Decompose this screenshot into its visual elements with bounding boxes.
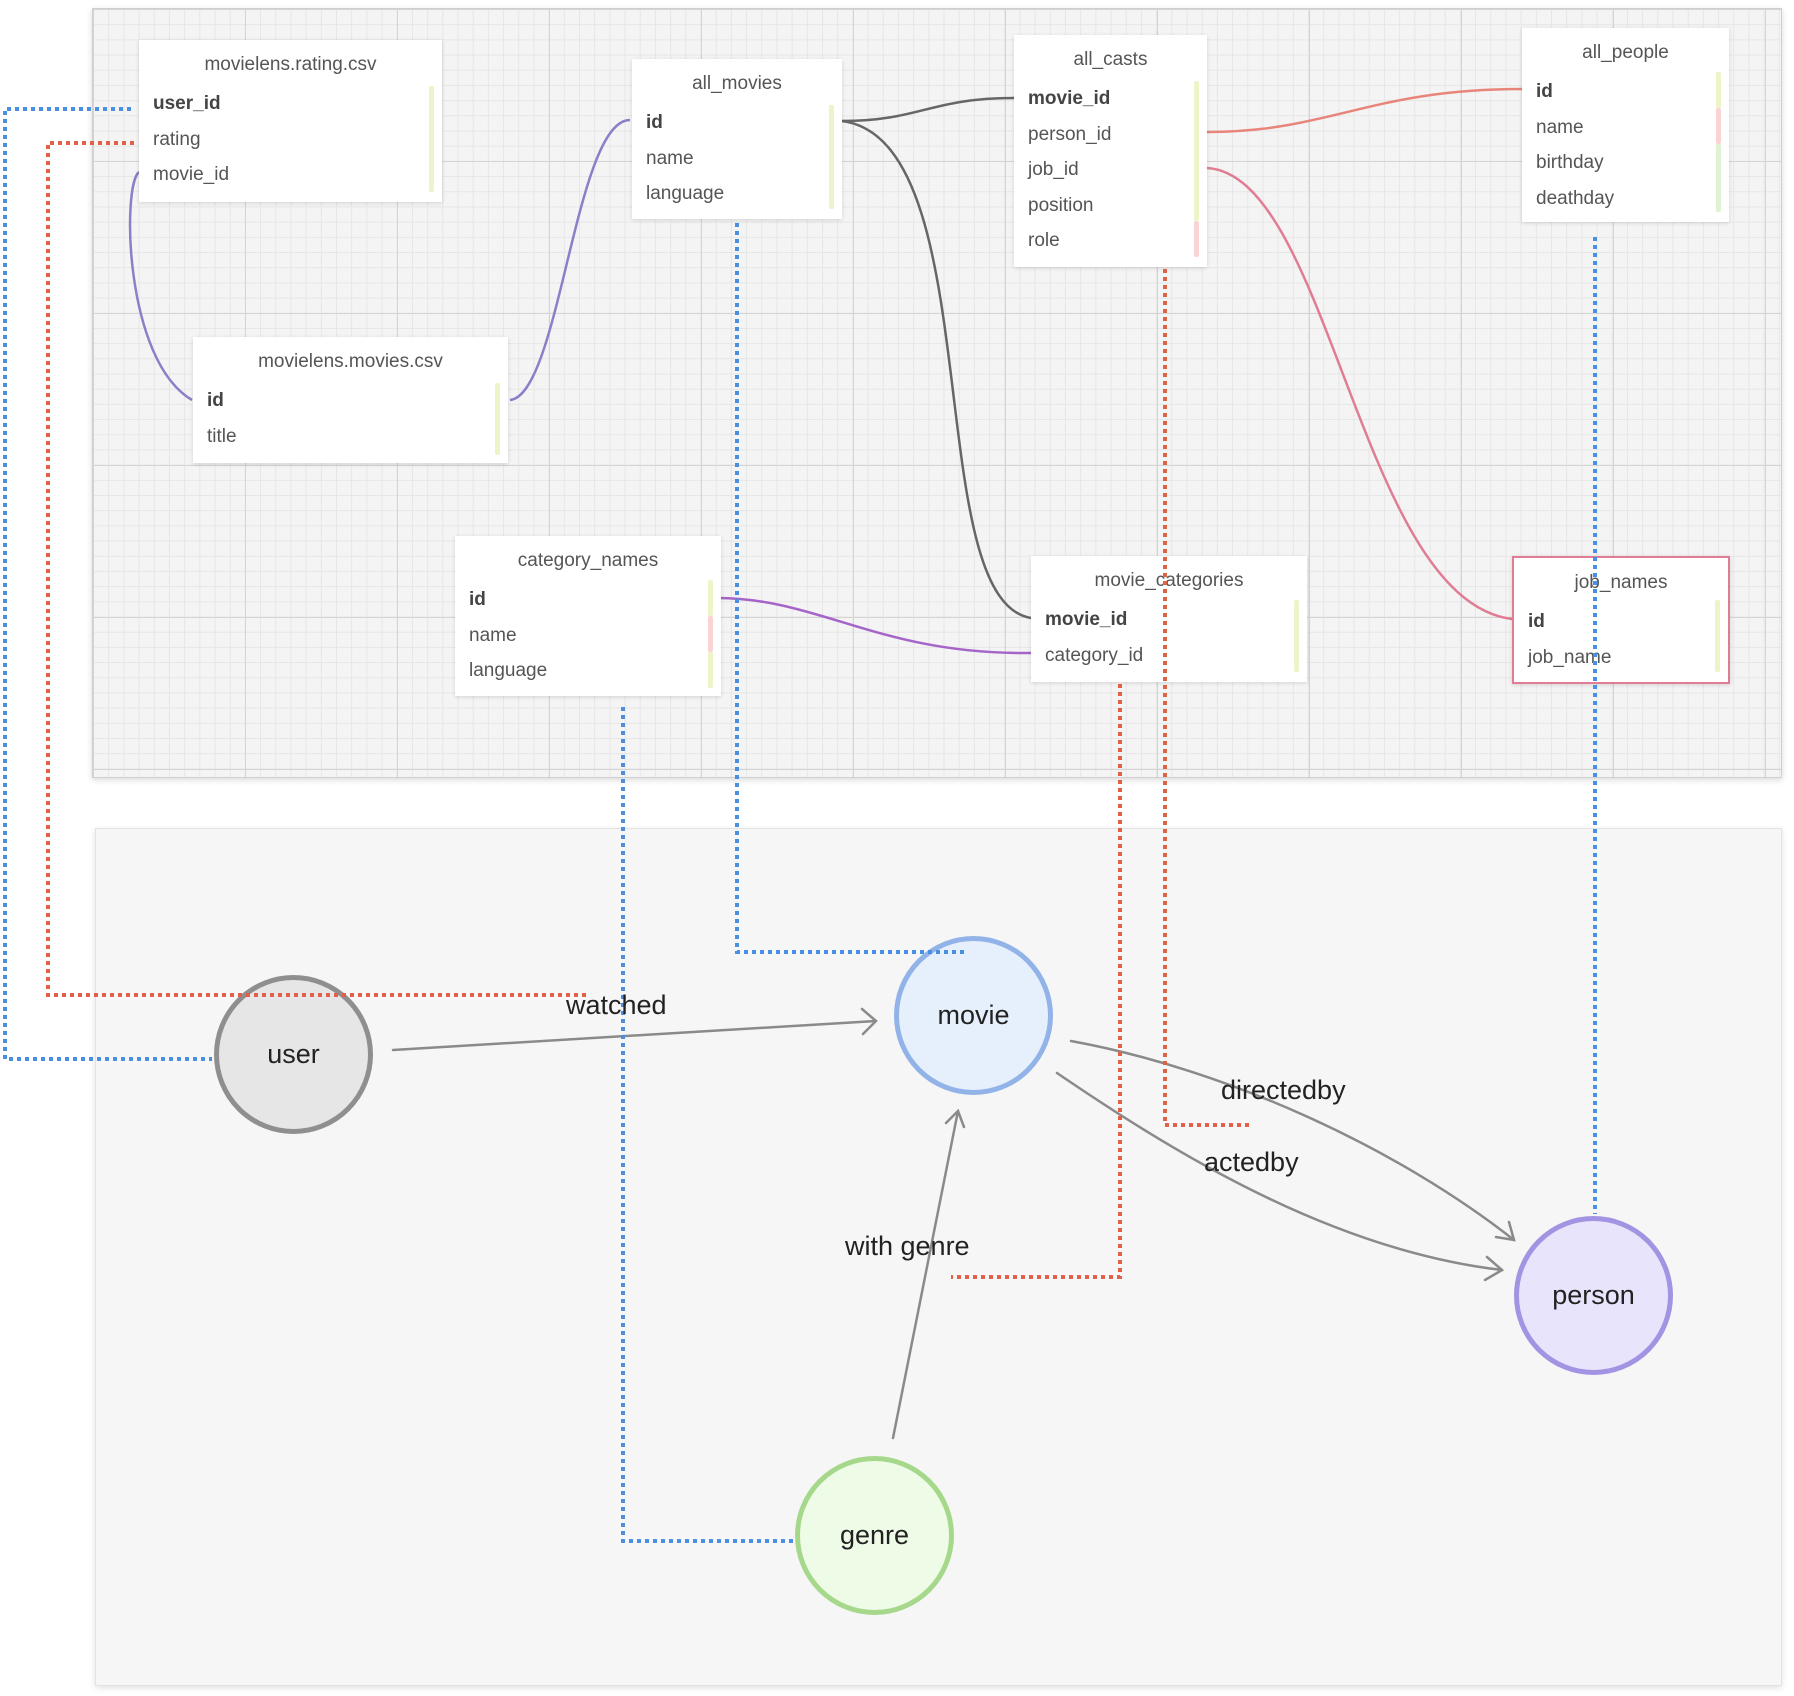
table-movielens-movies[interactable]: movielens.movies.csv id title xyxy=(193,337,508,463)
field-name[interactable]: name xyxy=(469,624,517,646)
field-job-name[interactable]: job_name xyxy=(1528,646,1612,668)
join-all-movies-movie-categories xyxy=(841,119,1032,620)
field-indicator-bar xyxy=(708,580,713,616)
node-label: person xyxy=(1552,1280,1635,1310)
join-all-movies-all-casts xyxy=(841,96,1015,123)
edge-label-watched: watched xyxy=(566,990,667,1020)
field-position[interactable]: position xyxy=(1028,194,1094,216)
edge-watched xyxy=(391,1019,878,1052)
field-indicator-bar-name xyxy=(1716,108,1721,144)
field-movie-id[interactable]: movie_id xyxy=(1028,88,1111,109)
node-label: movie xyxy=(937,1000,1010,1030)
field-movie-id[interactable]: movie_id xyxy=(1045,609,1128,630)
field-indicator-bar-dates xyxy=(1716,144,1721,212)
table-title: all_casts xyxy=(1073,49,1148,70)
edge-watched-arrowhead xyxy=(860,1007,878,1036)
field-birthday[interactable]: birthday xyxy=(1536,152,1604,173)
edge-label-directedby: directedby xyxy=(1221,1075,1346,1105)
field-indicator-bar xyxy=(1715,600,1720,672)
mapping-user-id-to-user xyxy=(3,107,212,1061)
field-indicator-bar xyxy=(1716,72,1721,108)
field-job-id[interactable]: job_id xyxy=(1028,159,1079,180)
table-title: movielens.rating.csv xyxy=(204,54,377,75)
node-movie[interactable]: movie xyxy=(894,936,1053,1095)
edge-directedby xyxy=(1069,1039,1516,1242)
edge-with-genre xyxy=(891,1109,960,1440)
join-category-names-movie-categories xyxy=(716,596,1032,655)
table-title: job_names xyxy=(1574,572,1668,593)
node-label: user xyxy=(267,1039,320,1069)
mapping-rating-to-watched xyxy=(46,141,590,997)
field-name[interactable]: name xyxy=(1536,116,1584,138)
field-indicator-bar-role xyxy=(1194,221,1199,257)
field-language[interactable]: language xyxy=(469,660,548,681)
mapping-movie-categories-to-with-genre xyxy=(951,684,1122,1279)
field-user-id[interactable]: user_id xyxy=(153,93,221,114)
join-all-casts-job-names xyxy=(1206,166,1513,621)
table-job-names[interactable]: job_names id job_name xyxy=(1512,556,1730,684)
field-id[interactable]: id xyxy=(469,589,486,610)
field-id[interactable]: id xyxy=(1528,611,1545,632)
field-indicator-bar xyxy=(1194,81,1199,221)
mapping-all-casts-to-directedby xyxy=(1163,269,1252,1127)
field-indicator-bar xyxy=(829,105,834,209)
join-rating-movies-csv xyxy=(128,171,193,402)
field-movie-id[interactable]: movie_id xyxy=(153,164,230,185)
table-title: all_people xyxy=(1582,42,1669,63)
edge-actedby xyxy=(1055,1071,1504,1272)
field-indicator-bar-language xyxy=(708,652,713,688)
field-indicator-bar xyxy=(1294,600,1299,672)
mapping-category-names-to-genre xyxy=(621,707,795,1543)
table-title: all_movies xyxy=(692,73,782,94)
edge-label-actedby: actedby xyxy=(1204,1147,1299,1177)
field-id[interactable]: id xyxy=(1536,81,1553,102)
table-all-movies[interactable]: all_movies id name language xyxy=(632,59,842,219)
table-all-people[interactable]: all_people id name birthday deathday xyxy=(1522,28,1729,222)
field-name[interactable]: name xyxy=(646,147,694,169)
field-indicator-bar xyxy=(495,383,500,455)
field-person-id[interactable]: person_id xyxy=(1028,123,1112,145)
edge-label-with-genre: with genre xyxy=(845,1231,970,1261)
table-title: movie_categories xyxy=(1094,570,1244,591)
node-user[interactable]: user xyxy=(214,975,373,1134)
table-all-casts[interactable]: all_casts movie_id person_id job_id posi… xyxy=(1014,35,1207,267)
field-indicator-bar xyxy=(429,86,434,192)
edge-directedby-arrowhead xyxy=(1494,1220,1516,1242)
field-category-id[interactable]: category_id xyxy=(1045,644,1144,666)
field-language[interactable]: language xyxy=(646,183,725,204)
mapping-all-movies-to-movie xyxy=(735,223,968,954)
field-id[interactable]: id xyxy=(646,112,663,133)
table-movielens-rating[interactable]: movielens.rating.csv user_id rating movi… xyxy=(139,40,442,202)
join-movies-csv-all-movies xyxy=(509,118,631,402)
field-rating[interactable]: rating xyxy=(153,128,201,150)
node-genre[interactable]: genre xyxy=(795,1456,954,1615)
table-movie-categories[interactable]: movie_categories movie_id category_id xyxy=(1031,556,1307,682)
field-role[interactable]: role xyxy=(1028,230,1060,251)
field-deathday[interactable]: deathday xyxy=(1536,187,1615,209)
table-category-names[interactable]: category_names id name language xyxy=(455,536,721,696)
field-title[interactable]: title xyxy=(207,425,237,447)
join-all-casts-all-people xyxy=(1206,87,1523,134)
edge-with-genre-arrowhead xyxy=(944,1108,966,1129)
field-id[interactable]: id xyxy=(207,390,224,411)
table-title: category_names xyxy=(517,550,659,571)
field-indicator-bar-name xyxy=(708,616,713,652)
table-title: movielens.movies.csv xyxy=(258,351,443,372)
node-person[interactable]: person xyxy=(1514,1216,1673,1375)
node-label: genre xyxy=(839,1520,910,1550)
edge-actedby-arrowhead xyxy=(1483,1255,1505,1282)
